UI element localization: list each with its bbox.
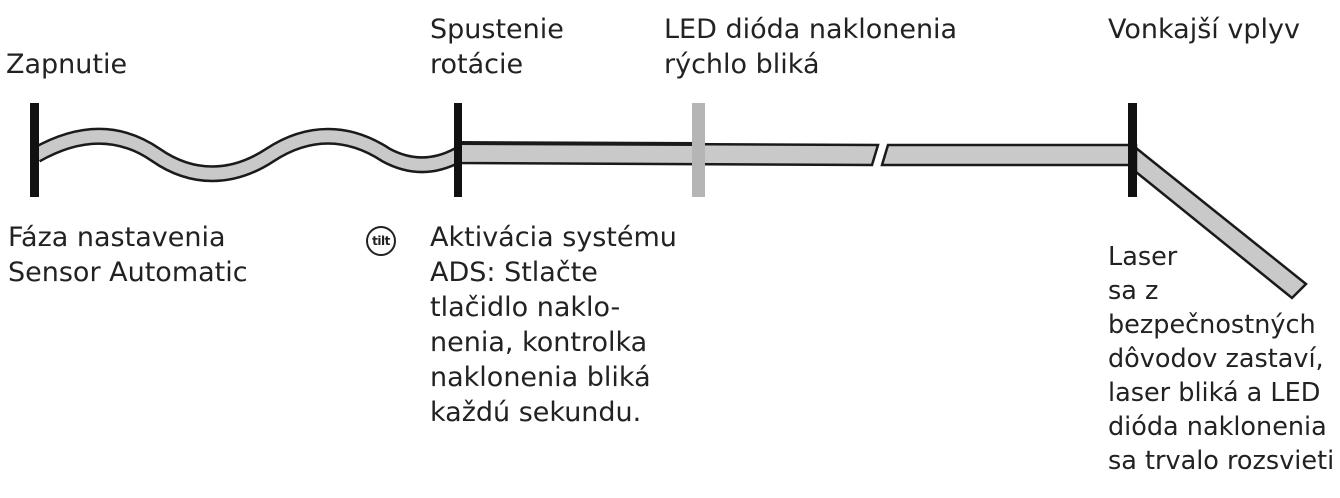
rotation-start-label: Spustenie rotácie [430,14,564,80]
setup-phase-band-fill [33,130,461,180]
rotation-band-dark-top [457,141,701,146]
tilt-blink-marker [692,103,705,197]
tilt-blink-label: LED dióda naklonenia rýchlo bliká [664,14,958,80]
laser-stop-label: Laser sa z bezpečnostných dôvodov zastav… [1108,242,1335,476]
rotation-start-marker [454,103,462,197]
tilt-button-icon: tilt [366,226,396,256]
power-on-marker [30,103,39,197]
external-influence-label: Vonkajší vplyv [1108,14,1300,45]
external-influence-marker [1128,103,1137,197]
rotation-band-segment-2 [880,143,1138,167]
rotation-band-segment-1 [456,141,880,167]
setup-phase-label: Fáza nastavenia Sensor Automatic [8,222,248,288]
ads-activation-label: Aktivácia systému ADS: Stlačte tlačidlo … [430,222,677,428]
power-on-label: Zapnutie [6,49,128,80]
